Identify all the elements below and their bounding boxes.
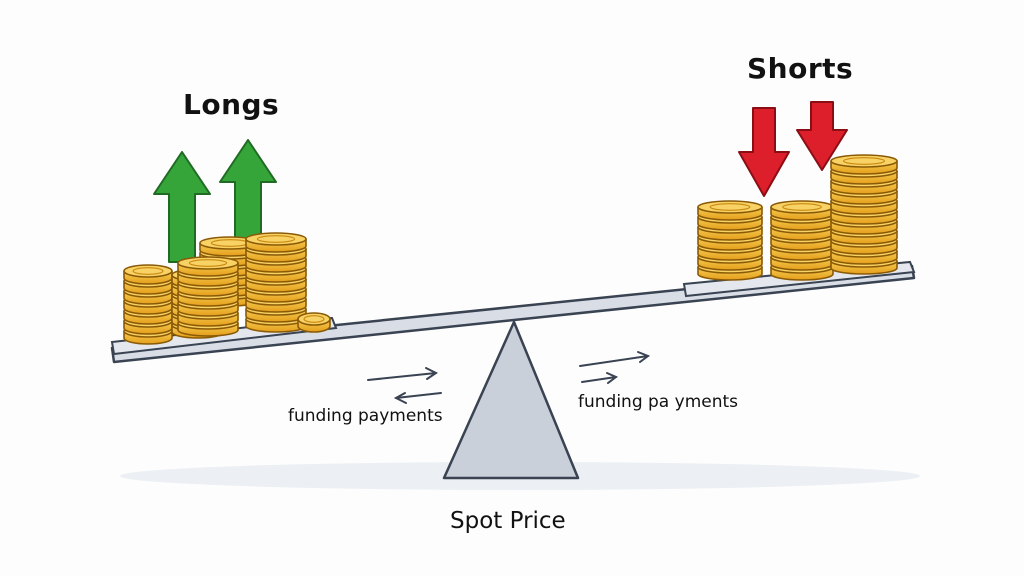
- coin-stack-icon: [830, 154, 898, 275]
- arrow-up-icon: [153, 151, 211, 263]
- arrow-left-icon: [393, 392, 442, 404]
- longs-label: Longs: [183, 88, 280, 121]
- arrow-right-icon: [579, 351, 651, 367]
- coin-stack-icon: [770, 200, 834, 281]
- coin-stack-icon: [123, 264, 173, 345]
- funding-payments-left-label: funding payments: [288, 406, 443, 426]
- funding-flow-right: [579, 351, 651, 384]
- coin-stack-icon: [697, 200, 763, 281]
- coin-top: [297, 312, 331, 326]
- coin-stack-icon: [297, 312, 331, 333]
- coin-emboss: [782, 203, 822, 211]
- coin-top: [245, 232, 307, 246]
- coin-top: [770, 200, 834, 214]
- coin-top: [177, 256, 239, 270]
- coin-emboss: [303, 315, 325, 323]
- arrow-right-icon: [367, 367, 438, 381]
- arrow-right-icon: [581, 372, 618, 384]
- arrow-down-icon: [796, 101, 848, 171]
- coin-emboss: [188, 259, 228, 267]
- coin-top: [123, 264, 173, 278]
- coin-top: [830, 154, 898, 168]
- coin-top: [697, 200, 763, 214]
- coin-emboss: [842, 157, 886, 165]
- short-arrows: [738, 101, 848, 197]
- funding-payments-right-label: funding pa yments: [578, 392, 739, 412]
- coin-stack-icon: [245, 232, 307, 333]
- fulcrum-triangle: [442, 320, 580, 480]
- shorts-label: Shorts: [747, 52, 854, 85]
- coin-stacks: [123, 154, 898, 345]
- coin-emboss: [256, 235, 296, 243]
- coin-emboss: [709, 203, 751, 211]
- spot-price-label: Spot Price: [450, 508, 566, 534]
- arrow-down-icon: [738, 107, 790, 197]
- funding-flow-left: [367, 367, 442, 404]
- coin-stack-icon: [177, 256, 239, 337]
- coin-emboss: [132, 267, 164, 275]
